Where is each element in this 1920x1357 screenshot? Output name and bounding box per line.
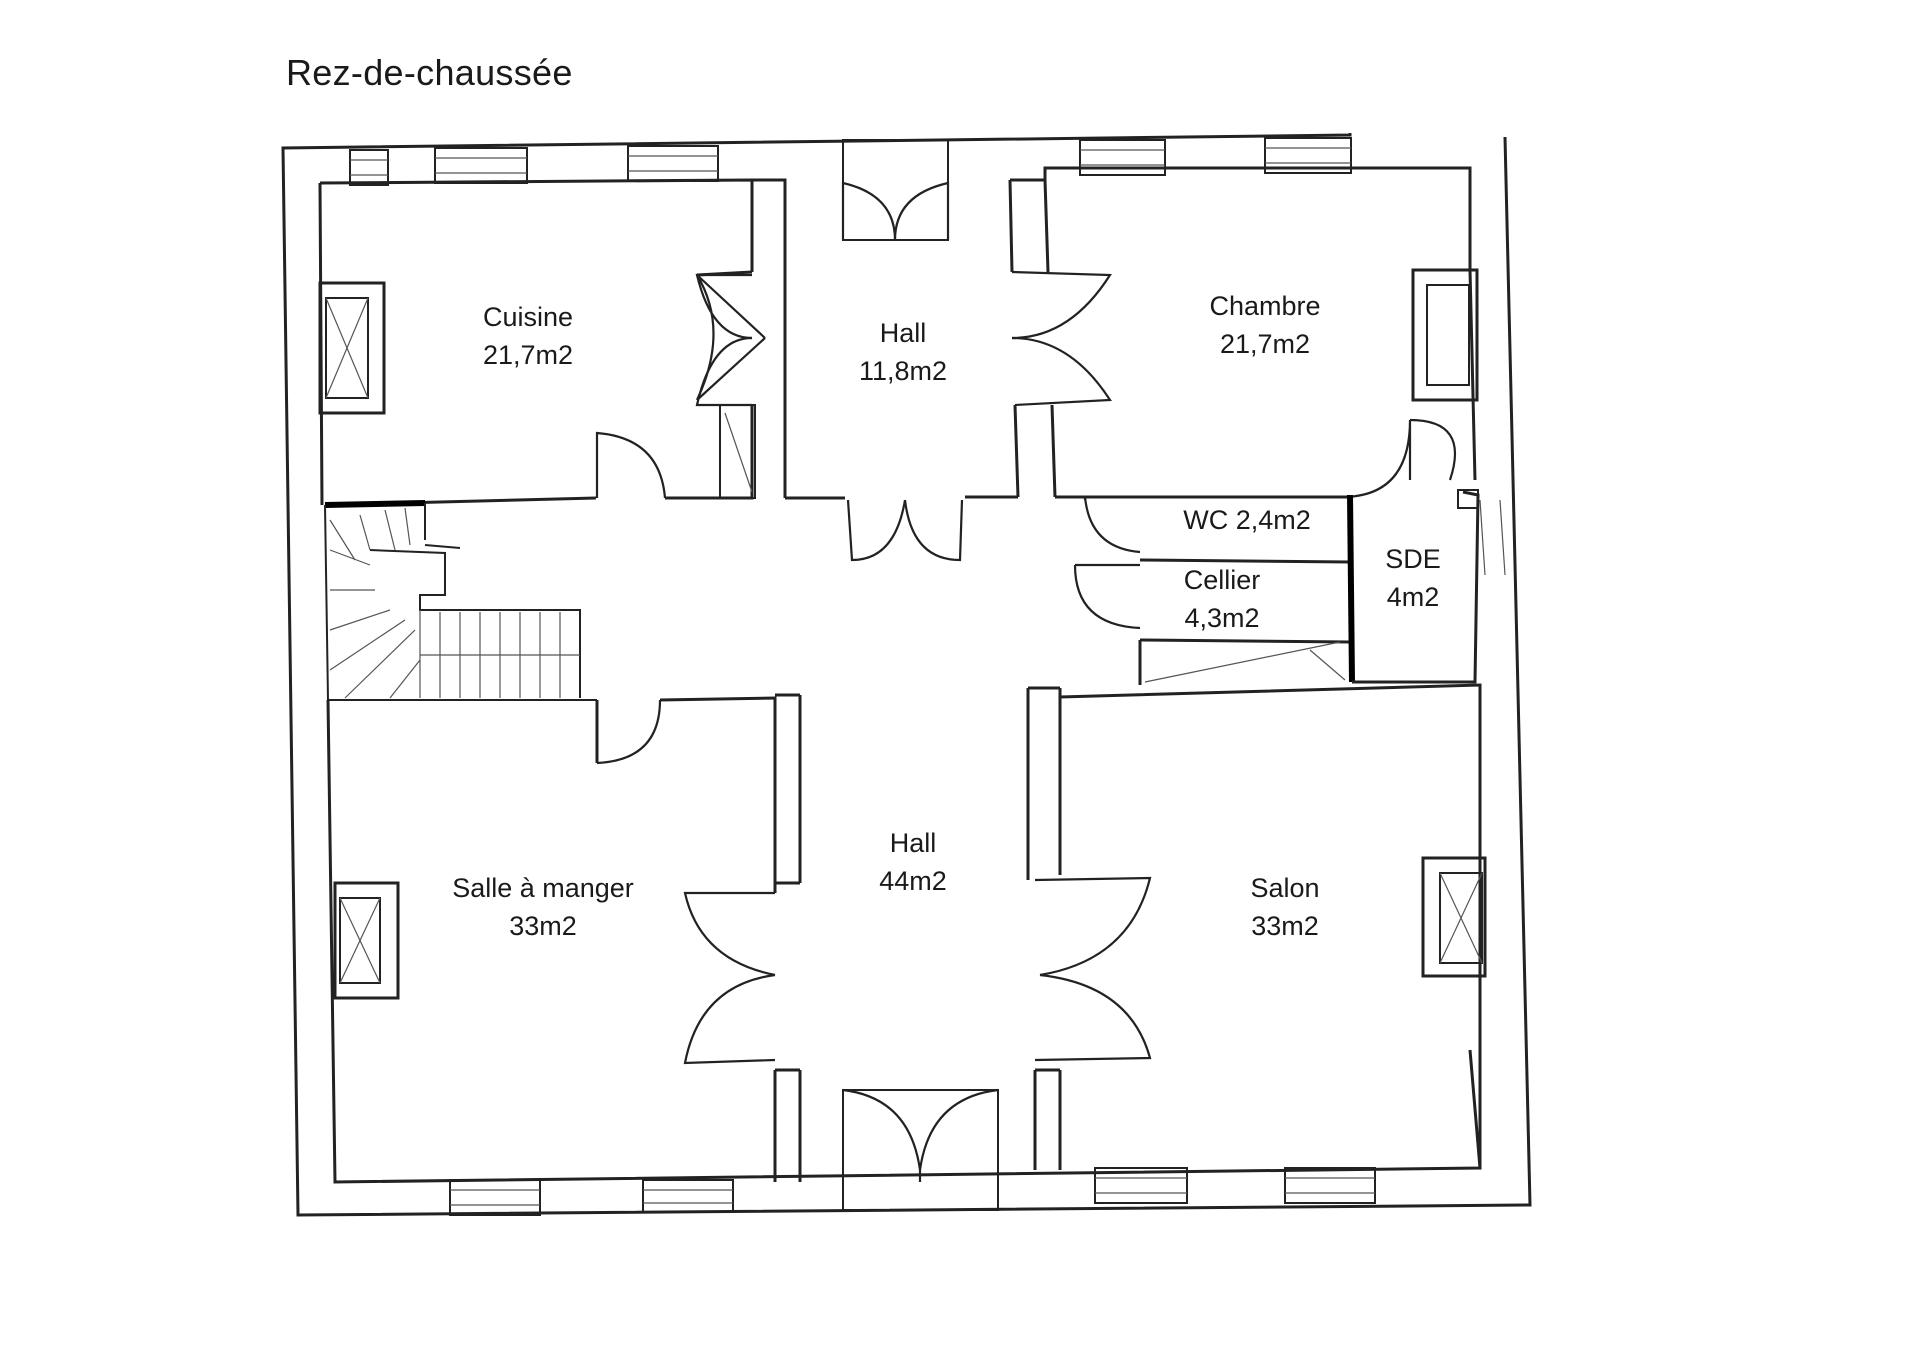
room-salon (1026, 683, 1487, 1168)
windows-bottom (449, 1167, 1376, 1216)
label-hall-main-area: 44m2 (879, 866, 947, 896)
label-hall-top-area: 11,8m2 (859, 356, 947, 386)
label-cuisine-name: Cuisine (483, 302, 573, 332)
label-salle-name: Salle à manger (452, 873, 634, 903)
room-hall-main (683, 876, 1152, 1211)
label-sde-name: SDE (1385, 544, 1441, 574)
label-hall-top-name: Hall (880, 318, 927, 348)
label-salle-area: 33m2 (509, 911, 577, 941)
windows-top (349, 137, 1352, 186)
label-hall-main-name: Hall (890, 828, 937, 858)
room-services (1073, 489, 1506, 685)
room-hall-top (595, 139, 1112, 562)
label-salon-area: 33m2 (1251, 911, 1319, 941)
label-salon-name: Salon (1250, 873, 1319, 903)
label-cuisine-area: 21,7m2 (483, 340, 573, 370)
label-chambre-area: 21,7m2 (1220, 329, 1310, 359)
label-chambre-name: Chambre (1209, 291, 1320, 321)
label-wc: WC 2,4m2 (1183, 505, 1311, 535)
room-salle-a-manger (333, 693, 802, 1182)
label-sde-area: 4m2 (1387, 582, 1440, 612)
outer-walls (281, 133, 1532, 1217)
label-cellier-area: 4,3m2 (1184, 603, 1259, 633)
label-cellier-name: Cellier (1184, 565, 1261, 595)
staircase (324, 500, 597, 701)
room-labels: Cuisine 21,7m2 Hall 11,8m2 Chambre 21,7m… (452, 291, 1441, 941)
page-title: Rez-de-chaussée (286, 52, 573, 93)
